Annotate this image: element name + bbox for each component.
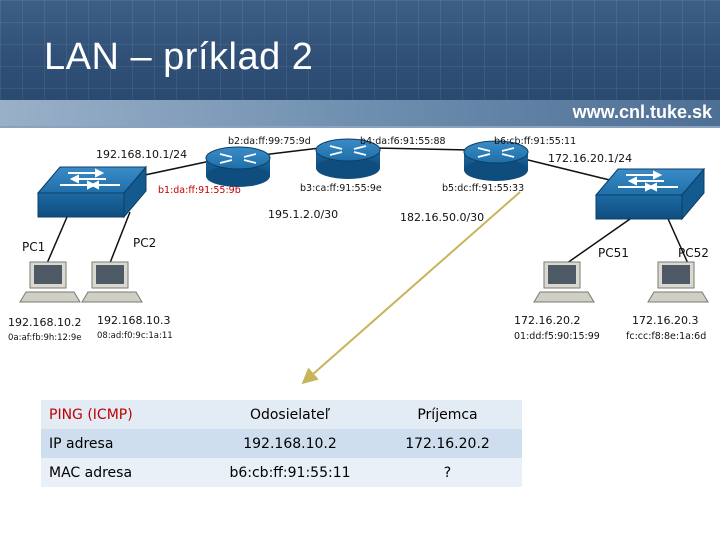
router-icon	[205, 146, 271, 187]
link-switch2-pc52	[664, 211, 691, 269]
pc51-ip: 172.16.20.2	[514, 314, 581, 327]
network-label-wan1: 195.1.2.0/30	[268, 208, 339, 221]
table-cell-mac-label: MAC adresa	[41, 458, 207, 487]
switch-icon	[36, 165, 148, 219]
link-router2-router3	[374, 147, 471, 151]
table-row: MAC adresa b6:cb:ff:91:55:11 ?	[41, 458, 522, 487]
mac-label-b4: b4:da:f6:91:55:88	[360, 136, 446, 147]
link-switch2-pc51	[559, 211, 641, 269]
pc51-name: PC51	[598, 246, 629, 260]
pc-icon	[533, 261, 595, 303]
network-label-lan1: 192.168.10.1/24	[96, 148, 188, 161]
link-switch1-pc1	[44, 209, 71, 269]
site-url: www.cnl.tuke.sk	[572, 102, 712, 122]
table-cell-receiver-ip: 172.16.20.2	[373, 429, 522, 458]
header-divider	[0, 126, 720, 128]
pc52-name: PC52	[678, 246, 709, 260]
mac-label-b6: b6:cb:ff:91:55:11	[494, 136, 577, 147]
link-switch1-pc2	[107, 211, 131, 269]
packet-arrow	[301, 191, 521, 385]
slide-header: LAN – príklad 2	[0, 0, 720, 100]
pc52-ip: 172.16.20.3	[632, 314, 699, 327]
pc2-mac: 08:ad:f0:9c:1a:11	[97, 331, 173, 341]
switch-icon	[594, 167, 706, 221]
router-icon	[315, 138, 381, 179]
header-grid	[0, 0, 720, 100]
pc51-mac: 01:dd:f5:90:15:99	[514, 331, 600, 342]
url-bar: www.cnl.tuke.sk	[0, 100, 720, 126]
mac-label-b2: b2:da:ff:99:75:9d	[228, 136, 311, 147]
mac-label-b5: b5:dc:ff:91:55:33	[442, 183, 525, 194]
table-cell-sender-mac: b6:cb:ff:91:55:11	[207, 458, 373, 487]
link-router1-router2	[261, 147, 321, 156]
ping-table: PING (ICMP) Odosielateľ Príjemca IP adre…	[41, 400, 522, 487]
table-row: IP adresa 192.168.10.2 172.16.20.2	[41, 429, 522, 458]
links	[44, 147, 691, 269]
table-cell-protocol: PING (ICMP)	[41, 400, 207, 429]
pc1-name: PC1	[22, 240, 46, 254]
pc-icon	[19, 261, 81, 303]
network-label-wan2: 182.16.50.0/30	[400, 211, 485, 224]
network-label-lan2: 172.16.20.1/24	[548, 152, 633, 165]
table-cell-sender-ip: 192.168.10.2	[207, 429, 373, 458]
pc-icon	[647, 261, 709, 303]
pc2-name: PC2	[133, 236, 157, 250]
router-icon	[463, 140, 529, 181]
table-cell-receiver-header: Príjemca	[373, 400, 522, 429]
table-cell-ip-label: IP adresa	[41, 429, 207, 458]
pc-icon	[81, 261, 143, 303]
slide-title: LAN – príklad 2	[44, 36, 314, 78]
pc1-mac: 0a:af:fb:9h:12:9e	[8, 333, 82, 343]
pc1-ip: 192.168.10.2	[8, 316, 82, 329]
table-cell-sender-header: Odosielateľ	[207, 400, 373, 429]
pc2-ip: 192.168.10.3	[97, 314, 171, 327]
mac-label-b1: b1:da:ff:91:55:9b	[158, 185, 241, 196]
table-row: PING (ICMP) Odosielateľ Príjemca	[41, 400, 522, 429]
table-cell-receiver-mac: ?	[373, 458, 522, 487]
mac-label-b3: b3:ca:ff:91:55:9e	[300, 183, 382, 194]
pc52-mac: fc:cc:f8:8e:1a:6d	[626, 331, 707, 342]
